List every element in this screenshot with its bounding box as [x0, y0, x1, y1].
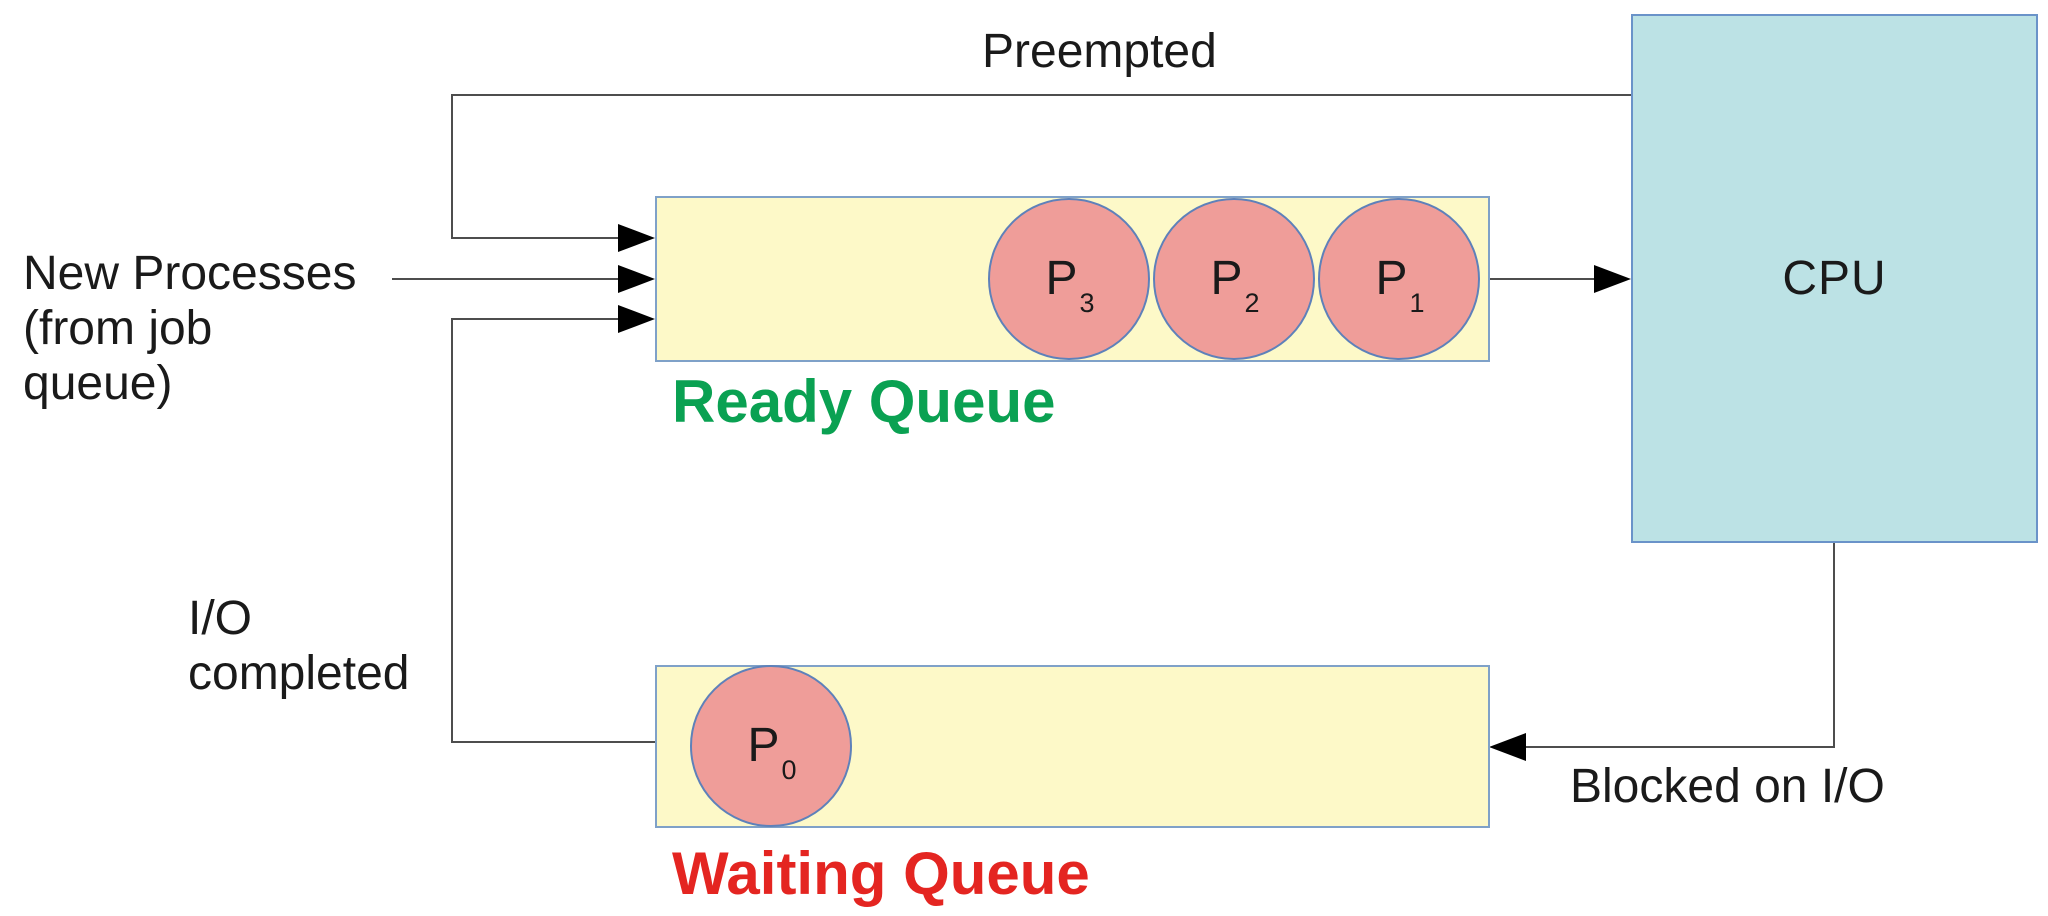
process-name: P — [747, 719, 780, 772]
blocked-line-vertical — [1833, 543, 1835, 748]
process-subscript: 0 — [781, 754, 797, 785]
preempted-label: Preempted — [982, 25, 1217, 78]
waiting-queue-label: Waiting Queue — [672, 840, 1090, 907]
new-processes-label: New Processes (from job queue) — [23, 247, 357, 410]
arrowhead-blocked-into-waiting — [1489, 733, 1526, 761]
preempted-line-top — [451, 94, 1633, 96]
io-completed-line-bottom — [451, 741, 657, 743]
process-subscript: 1 — [1409, 287, 1425, 318]
arrowhead-ready-to-cpu — [1594, 265, 1631, 293]
process-subscript: 2 — [1244, 287, 1260, 318]
io-completed-label: I/O completed — [188, 592, 410, 700]
cpu-label: CPU — [1782, 252, 1887, 305]
process-subscript: 3 — [1079, 287, 1095, 318]
arrowhead-new-processes-into-ready — [618, 265, 655, 293]
preempted-line-into-ready — [451, 237, 621, 239]
process-name: P — [1045, 252, 1078, 305]
ready-to-cpu-line — [1490, 278, 1596, 280]
preempted-line-vertical — [451, 94, 453, 239]
io-completed-line-vertical — [451, 318, 453, 743]
new-processes-line — [392, 278, 621, 280]
arrowhead-preempted-into-ready — [618, 224, 655, 252]
blocked-on-io-label: Blocked on I/O — [1570, 760, 1885, 813]
io-completed-line-into-ready — [451, 318, 621, 320]
arrowhead-io-completed-into-ready — [618, 305, 655, 333]
blocked-line-horizontal — [1524, 746, 1835, 748]
ready-queue-label: Ready Queue — [672, 368, 1056, 435]
process-name: P — [1210, 252, 1243, 305]
process-name: P — [1375, 252, 1408, 305]
cpu-box: CPU — [1631, 14, 2038, 543]
